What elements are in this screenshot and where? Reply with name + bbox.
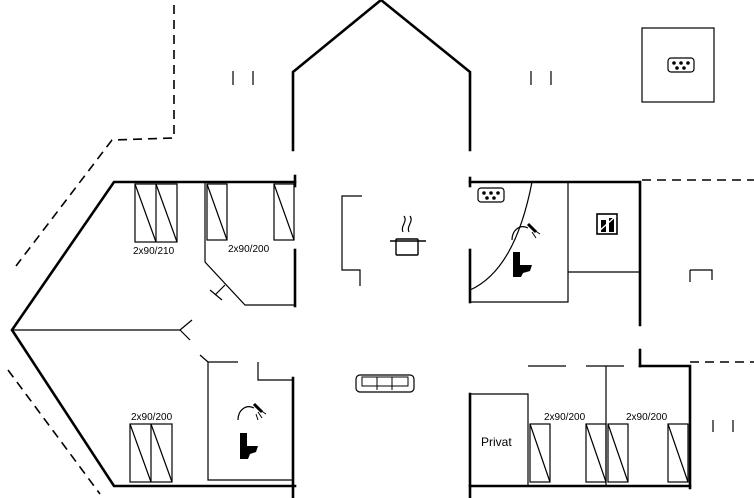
shower-icon — [237, 402, 267, 421]
left-wing-walls — [10, 180, 297, 488]
bedroom-top-left-b-label: 2x90/200 — [228, 244, 270, 255]
sofa-icon — [355, 374, 415, 393]
terrace-outline — [7, 5, 754, 495]
washing-machine-icon — [596, 213, 618, 235]
bedroom-bottom-right-b-label: 2x90/200 — [626, 412, 668, 423]
bed-pair-bottom-left — [129, 423, 173, 483]
bed-pair-bottom-right-a — [529, 423, 607, 483]
toilet-icon — [513, 252, 532, 277]
private-room-label: Privat — [481, 435, 512, 449]
bedroom-top-left-walls — [204, 174, 297, 308]
right-wing-walls — [468, 176, 713, 498]
kitchen-counter — [341, 195, 362, 286]
shower-icon — [511, 222, 541, 241]
bedroom-top-left-a-label: 2x90/210 — [133, 246, 175, 257]
bedroom-bottom-right-a-label: 2x90/200 — [544, 412, 586, 423]
outdoor-hot-tub-icon — [641, 27, 715, 103]
bed-pair-bottom-right-b — [607, 423, 689, 483]
window-marks — [232, 71, 734, 432]
bed-pair-top-left-a — [134, 183, 178, 243]
bed-pair-top-left-b — [206, 183, 295, 241]
hot-tub-icon — [477, 187, 505, 203]
toilet-icon — [240, 433, 258, 459]
cooking-pot-icon — [390, 215, 426, 256]
bedroom-bottom-left-walls — [199, 354, 295, 498]
entrance-gable — [291, 0, 472, 152]
bedroom-bottom-left-label: 2x90/200 — [131, 412, 173, 423]
